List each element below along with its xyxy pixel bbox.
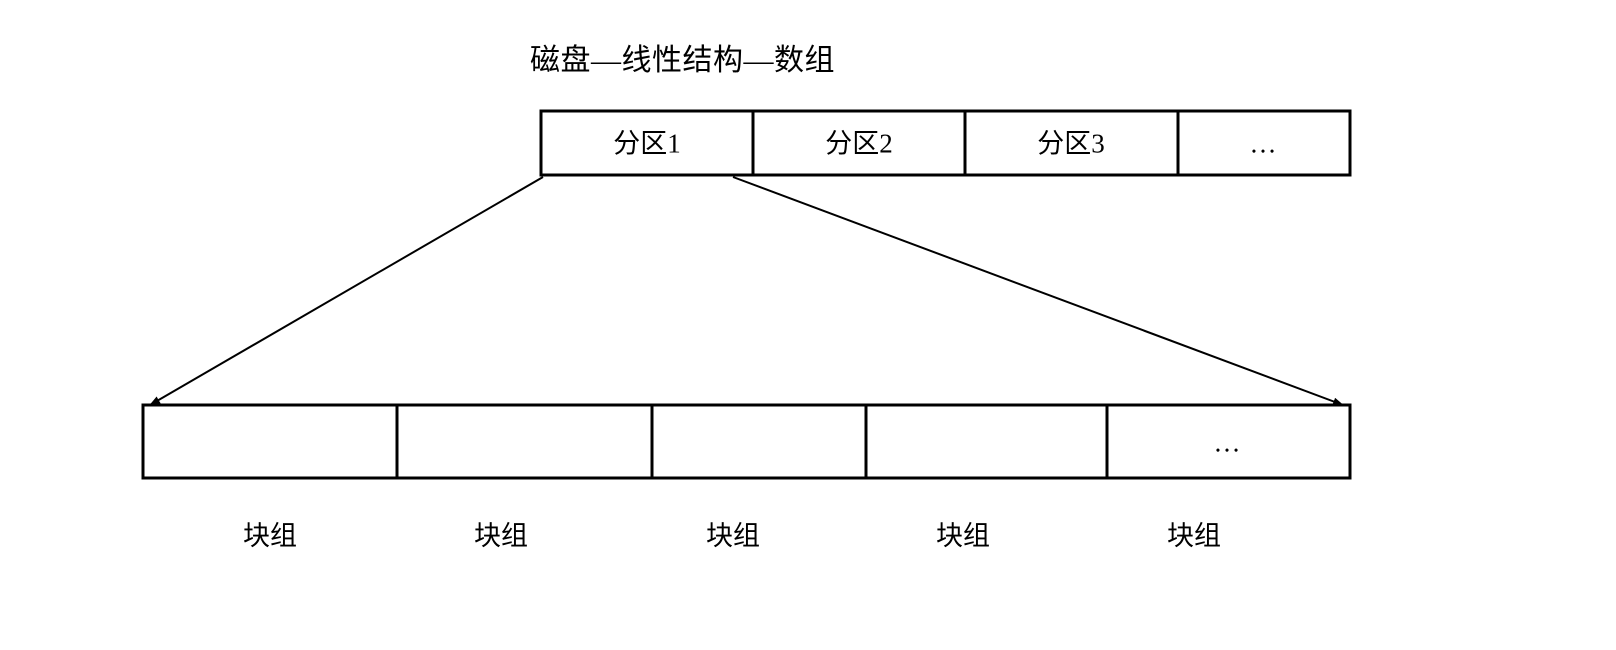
disk-partition-array-cell-2-label: 分区2 — [825, 128, 893, 159]
expand-arrow-left — [149, 176, 544, 406]
block-group-label-1: 块组 — [243, 521, 297, 551]
block-group-label-4: 块组 — [936, 521, 990, 551]
disk-partition-array-cell-3-label: 分区3 — [1037, 128, 1105, 159]
disk-partition-array-cell-4-label: … — [1249, 128, 1279, 159]
expand-arrow-right — [732, 176, 1344, 406]
block-group-label-3: 块组 — [706, 521, 760, 551]
block-group-array-cell-5-label: … — [1213, 427, 1243, 457]
disk-partition-array-cell-1-label: 分区1 — [613, 128, 681, 159]
block-group-label-2: 块组 — [474, 521, 528, 551]
block-group-label-5: 块组 — [1167, 521, 1221, 551]
diagram-shapes — [141, 109, 1352, 480]
disk-partition-array-outline — [539, 109, 1352, 177]
page-title: 磁盘—线性结构—数组 — [530, 44, 835, 77]
block-group-array-outline — [141, 403, 1352, 480]
